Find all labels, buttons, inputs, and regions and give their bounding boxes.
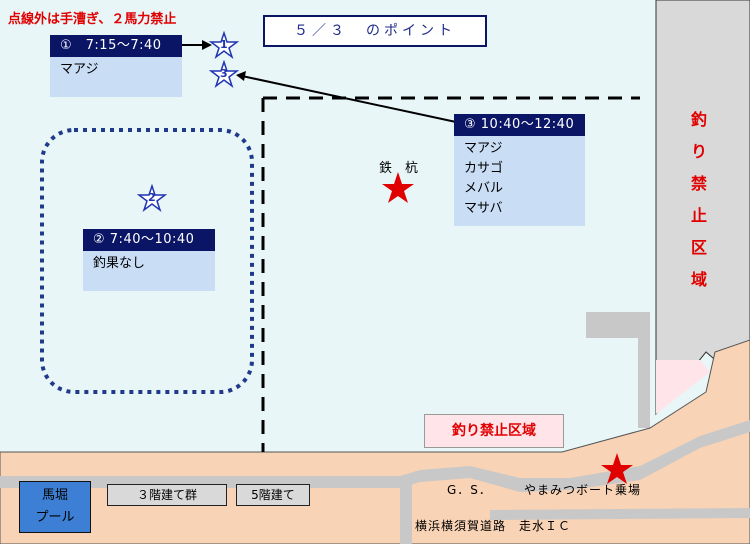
point-2-header: ② 7:40〜10:40 xyxy=(83,229,215,251)
pool-label-2: プール xyxy=(35,510,75,525)
breakwater-inner xyxy=(656,360,710,414)
point-3-header: ③ 10:40〜12:40 xyxy=(454,114,585,136)
umahori-pool: 馬堀 プール xyxy=(19,481,91,533)
iron-pile-label: 鉄 杭 xyxy=(379,161,419,176)
area-2-outline xyxy=(40,128,254,394)
point-2-body: 釣果なし xyxy=(83,251,215,291)
star-marker-3[interactable] xyxy=(208,59,240,89)
boat-dock-star xyxy=(601,453,633,484)
arrow-3-line xyxy=(241,75,457,123)
point-2-catch: 釣果なし xyxy=(93,256,146,271)
point-3-catch-1: マアジ xyxy=(464,141,503,156)
warning-text: 点線外は手漕ぎ、２馬力禁止 xyxy=(8,12,177,27)
expressway-label: 横浜横須賀道路 走水ＩＣ xyxy=(415,519,572,533)
road-vertical xyxy=(400,476,412,544)
marker-2-number: 2 xyxy=(148,191,156,204)
point-3-catch-2: カサゴ xyxy=(464,161,504,176)
point-3-card[interactable]: ③ 10:40〜12:40 マアジ カサゴ メバル マサバ xyxy=(454,114,585,226)
point-1-card[interactable]: ① 7:15〜7:40 マアジ xyxy=(50,35,182,97)
map-title: ５／３ のポイント xyxy=(263,15,487,47)
arrow-3-head xyxy=(236,71,246,81)
point-3-catch-4: マサバ xyxy=(464,201,503,216)
star-marker-1[interactable] xyxy=(208,30,240,60)
jetty xyxy=(586,312,650,428)
vchar-6: 域 xyxy=(690,270,707,289)
iron-pile-star xyxy=(382,172,414,203)
point-1-header: ① 7:15〜7:40 xyxy=(50,35,182,57)
point-3-body: マアジ カサゴ メバル マサバ xyxy=(454,136,585,226)
gas-station-label: G．S． xyxy=(447,483,492,497)
vchar-2: り xyxy=(690,142,707,161)
vchar-5: 区 xyxy=(690,238,707,257)
marker-1-number: 1 xyxy=(220,38,228,51)
arrow-1-head xyxy=(202,40,212,50)
boat-dock-label: やまみつボート乗場 xyxy=(524,483,642,497)
point-1-body: マアジ xyxy=(50,57,182,97)
vchar-4: 止 xyxy=(690,206,707,225)
expressway xyxy=(490,508,750,520)
no-fishing-zone-label: 釣り禁止区域 xyxy=(424,414,564,448)
pool-label-1: 馬堀 xyxy=(41,488,68,503)
no-fishing-vertical: 釣 り 禁 止 区 域 xyxy=(688,104,710,296)
vchar-3: 禁 xyxy=(690,174,707,193)
vchar-1: 釣 xyxy=(690,110,707,129)
building-3-floors: ３階建て群 xyxy=(107,484,227,506)
point-2-card[interactable]: ② 7:40〜10:40 釣果なし xyxy=(83,229,215,291)
point-1-catch: マアジ xyxy=(60,62,99,77)
point-3-catch-3: メバル xyxy=(464,181,504,196)
building-5-floors: 5階建て xyxy=(236,484,310,506)
marker-3-number: 3 xyxy=(220,67,228,80)
star-marker-2[interactable] xyxy=(136,183,168,213)
